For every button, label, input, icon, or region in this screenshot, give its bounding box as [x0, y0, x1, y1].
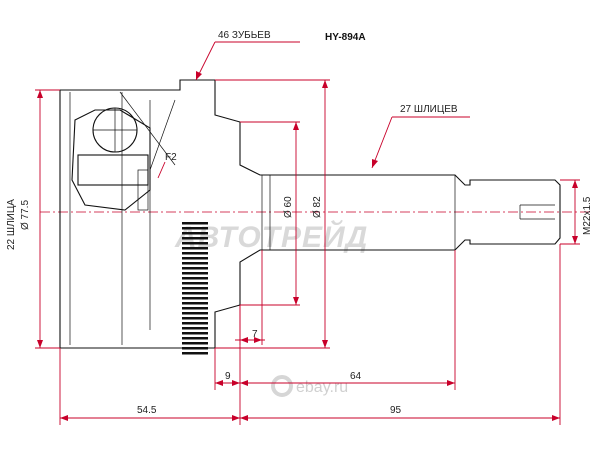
abs-tooth [182, 327, 208, 330]
dim-9-64 [214, 250, 456, 390]
abs-tooth [182, 277, 208, 280]
label-diam-60: Ø 60 [283, 196, 294, 218]
label-d54-5: 54.5 [137, 405, 157, 416]
abs-tooth [182, 262, 208, 265]
abs-tooth [182, 242, 208, 245]
label-diam-outer: Ø 77.5 [20, 200, 31, 230]
label-splines-outer: 27 ШЛИЦЕВ [400, 104, 458, 115]
dim-diam-60 [240, 121, 300, 306]
label-thread: M22x1.5 [582, 196, 593, 235]
abs-ring [182, 222, 208, 355]
abs-tooth [182, 252, 208, 255]
leader-f2 [157, 161, 166, 179]
abs-tooth [182, 272, 208, 275]
abs-tooth [182, 257, 208, 260]
watermark-logo: ebay.ru [271, 375, 348, 397]
leader-splines-outer [371, 116, 470, 169]
label-f2: F2 [165, 152, 177, 163]
watermark-site: ebay.ru [296, 379, 348, 396]
abs-tooth [182, 332, 208, 335]
label-d9: 9 [225, 371, 231, 382]
abs-tooth [182, 352, 208, 355]
label-d7: 7 [252, 329, 258, 340]
abs-tooth [182, 307, 208, 310]
abs-tooth [182, 347, 208, 350]
abs-tooth [182, 232, 208, 235]
label-diam-82: Ø 82 [312, 196, 323, 218]
leader-teeth [195, 41, 300, 81]
abs-tooth [182, 247, 208, 250]
abs-tooth [182, 337, 208, 340]
dim-diam-82 [215, 79, 330, 349]
abs-tooth [182, 222, 208, 225]
abs-tooth [182, 237, 208, 240]
label-d64: 64 [350, 371, 362, 382]
abs-tooth [182, 292, 208, 295]
abs-tooth [182, 342, 208, 345]
abs-tooth [182, 287, 208, 290]
inner-race [71, 91, 176, 211]
abs-tooth [182, 302, 208, 305]
abs-tooth [182, 317, 208, 320]
abs-tooth [182, 297, 208, 300]
abs-tooth [182, 267, 208, 270]
dim-thread [560, 179, 580, 245]
dim-54-95 [59, 244, 561, 425]
abs-tooth [182, 227, 208, 230]
abs-tooth [182, 322, 208, 325]
abs-tooth [182, 282, 208, 285]
dim-diam-outer [35, 89, 60, 349]
label-splines-inner: 22 ШЛИЦА [6, 199, 17, 250]
label-teeth: 46 ЗУБЬЕВ [218, 30, 271, 41]
abs-tooth [182, 312, 208, 315]
outer-housing [59, 79, 561, 349]
label-d95: 95 [390, 405, 402, 416]
drawing-title: HY-894A [325, 32, 366, 43]
